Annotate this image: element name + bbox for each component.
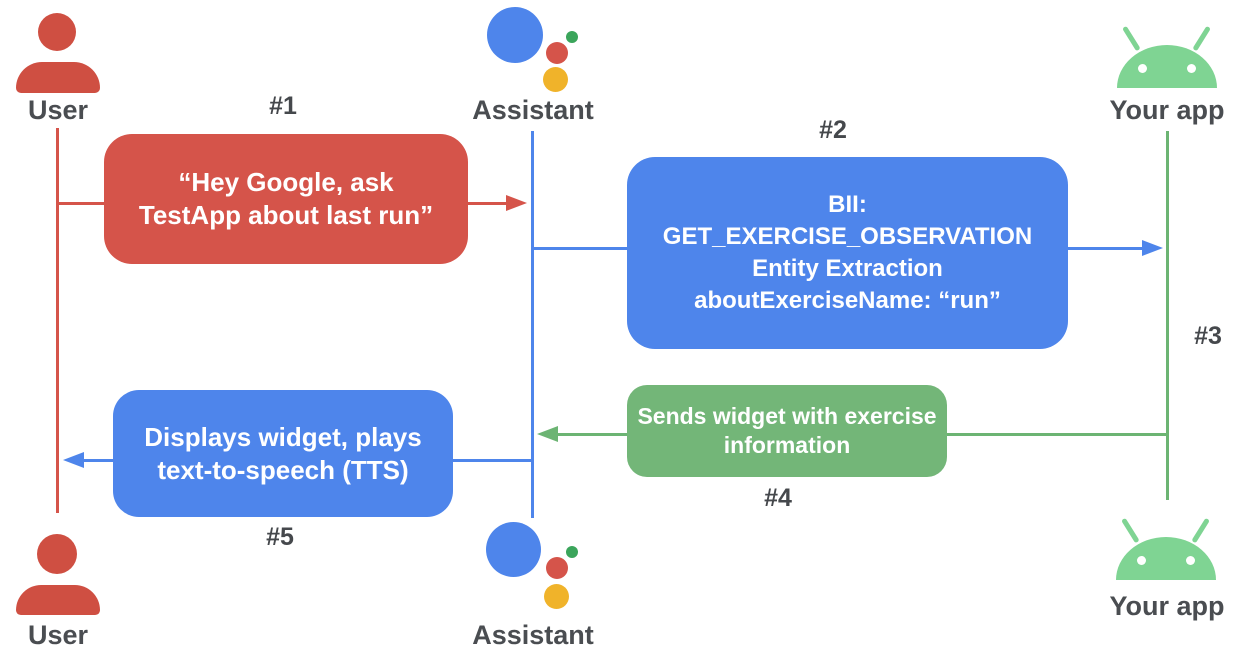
step1-text-line2: TestApp about last run”	[138, 200, 434, 230]
step2-connector-left	[534, 247, 627, 250]
step4-text-line1: Sends widget with exercise	[637, 403, 937, 429]
assistant-dot-yellow	[544, 584, 569, 609]
step4-arrowhead	[537, 426, 558, 442]
actor-label-assistant-bottom: Assistant	[472, 620, 594, 650]
android-eye-left	[1137, 556, 1146, 565]
user-icon-head	[38, 13, 76, 51]
assistant-dot-green	[566, 31, 578, 43]
user-icon-body	[16, 585, 100, 615]
step5-message-box: Displays widget, plays text-to-speech (T…	[113, 390, 453, 517]
android-eye-left	[1138, 64, 1147, 73]
step5-text-line1: Displays widget, plays	[144, 421, 422, 452]
user-lifeline	[56, 128, 59, 513]
step5-text-line2: text-to-speech (TTS)	[157, 454, 409, 485]
android-eye-right	[1187, 64, 1196, 73]
actor-label-app-top: Your app	[1109, 95, 1225, 125]
actor-label-assistant-top: Assistant	[472, 95, 594, 125]
step4-connector-right	[947, 433, 1167, 436]
step2-text-line4: aboutExerciseName: “run”	[694, 287, 1001, 314]
step1-tag: #1	[269, 92, 297, 120]
android-head	[1117, 45, 1217, 88]
assistant-dot-red	[546, 42, 568, 64]
step5-arrowhead	[63, 452, 84, 468]
android-head	[1116, 537, 1216, 580]
step5-tag: #5	[266, 523, 294, 551]
step2-text-line3: Entity Extraction	[752, 255, 943, 282]
step1-arrowhead	[506, 195, 527, 211]
step2-arrowhead	[1142, 240, 1163, 256]
assistant-dot-blue	[487, 7, 543, 63]
step2-arrow-line	[1068, 247, 1143, 250]
android-antenna-right	[1192, 25, 1211, 52]
android-antenna-left	[1121, 517, 1140, 544]
assistant-dot-blue	[486, 522, 541, 577]
step4-arrow-line	[556, 433, 627, 436]
assistant-dot-red	[546, 557, 568, 579]
step2-text-line2: GET_EXERCISE_OBSERVATION	[662, 223, 1033, 250]
step1-text-line1: “Hey Google, ask	[178, 167, 394, 197]
step4-text-line2: information	[723, 432, 851, 458]
step1-connector-left	[58, 202, 106, 205]
step4-tag: #4	[764, 484, 792, 512]
android-eye-right	[1186, 556, 1195, 565]
step2-message-box: BII: GET_EXERCISE_OBSERVATION Entity Ext…	[627, 157, 1068, 349]
android-antenna-left	[1122, 25, 1141, 52]
step1-message-box: “Hey Google, ask TestApp about last run”	[104, 134, 468, 264]
step1-arrow-line	[468, 202, 508, 205]
android-antenna-right	[1191, 517, 1210, 544]
actor-label-app-bottom: Your app	[1109, 591, 1225, 621]
step5-arrow-line	[83, 459, 115, 462]
actor-label-user-top: User	[27, 95, 89, 125]
assistant-dot-green	[566, 546, 578, 558]
assistant-lifeline	[531, 131, 534, 518]
step2-tag: #2	[819, 116, 847, 144]
app-lifeline	[1166, 131, 1169, 500]
assistant-dot-yellow	[543, 67, 568, 92]
step5-connector-right	[453, 459, 533, 462]
step3-tag: #3	[1194, 322, 1222, 350]
step2-text-line1: BII:	[828, 191, 867, 218]
step4-message-box: Sends widget with exercise information	[627, 385, 947, 477]
actor-label-user-bottom: User	[27, 620, 89, 650]
user-icon-body	[16, 62, 100, 93]
user-icon-head	[37, 534, 77, 574]
